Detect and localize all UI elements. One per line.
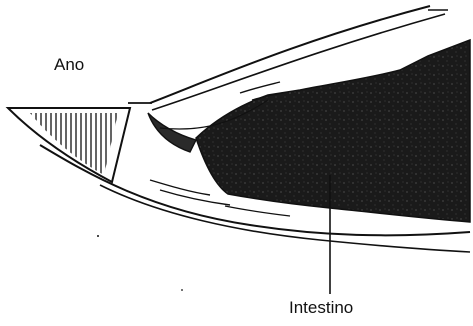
intestine-mass	[196, 40, 470, 222]
speck-dot-1	[97, 235, 99, 237]
lower-wall-dash-1	[150, 180, 210, 195]
intestine-inner-fold	[148, 113, 196, 152]
speck-dot-2	[181, 289, 183, 291]
lower-wall-dash-3	[225, 206, 290, 216]
ano-label: Ano	[54, 56, 84, 73]
upper-wall-dash-1	[240, 82, 280, 93]
intestino-label: Intestino	[289, 299, 353, 316]
